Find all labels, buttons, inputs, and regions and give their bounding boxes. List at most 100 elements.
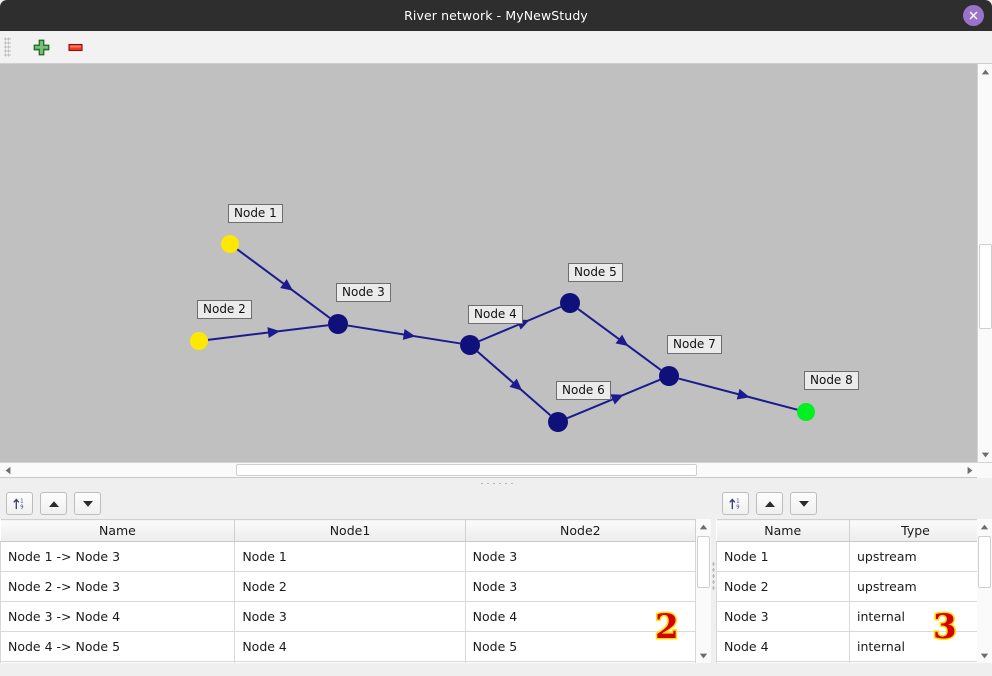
links-move-up-button[interactable] bbox=[40, 492, 67, 515]
column-header-node1[interactable]: Node1 bbox=[234, 519, 466, 542]
table-cell[interactable]: Node 2 bbox=[716, 571, 850, 602]
table-cell[interactable]: Node 2 -> Node 3 bbox=[0, 571, 236, 602]
canvas-vertical-scrollbar[interactable] bbox=[977, 64, 992, 462]
table-cell[interactable]: Node 3 bbox=[716, 601, 850, 632]
links-toolbar: 1 9 bbox=[0, 488, 711, 519]
scroll-left-arrow[interactable] bbox=[0, 463, 15, 477]
nodes-vertical-scrollbar[interactable] bbox=[976, 519, 992, 663]
table-cell[interactable]: Node 1 bbox=[716, 541, 850, 572]
scroll-right-arrow[interactable] bbox=[962, 463, 977, 477]
scrollbar-thumb[interactable] bbox=[236, 464, 697, 476]
table-cell[interactable]: Node 2 bbox=[234, 571, 466, 602]
table-cell[interactable]: internal bbox=[849, 631, 977, 662]
scrollbar-thumb[interactable] bbox=[977, 536, 991, 588]
table-cell[interactable]: Node 1 bbox=[234, 541, 466, 572]
splitter-grip bbox=[712, 560, 715, 591]
sort-arrow-icon: 1 9 bbox=[13, 498, 24, 511]
table-filler-row bbox=[0, 661, 696, 663]
sort-arrow-icon: 1 9 bbox=[729, 498, 740, 511]
scrollbar-corner bbox=[977, 463, 992, 478]
canvas-horizontal-scrollbar[interactable] bbox=[0, 462, 992, 478]
links-sort-button[interactable]: 1 9 bbox=[6, 492, 33, 515]
column-header-name[interactable]: Name bbox=[0, 519, 236, 542]
table-cell[interactable]: Node 3 -> Node 4 bbox=[0, 601, 236, 632]
scrollbar-thumb[interactable] bbox=[979, 244, 992, 329]
table-cell[interactable]: Node 5 bbox=[465, 631, 696, 662]
scroll-up-arrow[interactable] bbox=[696, 519, 711, 534]
table-cell[interactable]: upstream bbox=[849, 571, 977, 602]
table-cell[interactable]: Node 4 bbox=[234, 631, 466, 662]
toolbar-grip[interactable] bbox=[4, 37, 11, 57]
scroll-up-arrow[interactable] bbox=[976, 519, 992, 534]
column-header-type[interactable]: Type bbox=[849, 519, 977, 542]
add-node-button[interactable] bbox=[28, 34, 54, 60]
node-label-node-8[interactable]: Node 8 bbox=[804, 371, 859, 390]
column-header-node2[interactable]: Node2 bbox=[465, 519, 696, 542]
nodes-move-up-button[interactable] bbox=[756, 492, 783, 515]
scroll-down-arrow[interactable] bbox=[978, 447, 992, 462]
triangle-down-icon bbox=[980, 653, 989, 658]
table-cell[interactable]: upstream bbox=[849, 541, 977, 572]
main-toolbar bbox=[0, 31, 992, 64]
column-header-name[interactable]: Name bbox=[716, 519, 850, 542]
links-move-down-button[interactable] bbox=[74, 492, 101, 515]
scroll-up-arrow[interactable] bbox=[978, 64, 992, 79]
node-label-node-3[interactable]: Node 3 bbox=[336, 283, 391, 302]
table-cell[interactable]: Node 3 bbox=[465, 571, 696, 602]
triangle-up-icon bbox=[48, 500, 59, 507]
node-label-node-1[interactable]: Node 1 bbox=[228, 204, 283, 223]
node-label-node-6[interactable]: Node 6 bbox=[556, 381, 611, 400]
node-label-node-4[interactable]: Node 4 bbox=[468, 305, 523, 324]
nodes-sort-button[interactable]: 1 9 bbox=[722, 492, 749, 515]
table-cell-empty bbox=[0, 661, 236, 663]
horizontal-splitter[interactable] bbox=[0, 477, 992, 488]
node-label-node-7[interactable]: Node 7 bbox=[667, 335, 722, 354]
scroll-down-arrow[interactable] bbox=[976, 648, 992, 663]
triangle-left-icon bbox=[5, 466, 10, 474]
statusbar bbox=[0, 663, 992, 676]
scrollbar-thumb[interactable] bbox=[697, 536, 710, 588]
table-cell[interactable]: Node 4 bbox=[716, 631, 850, 662]
triangle-down-icon bbox=[981, 452, 990, 457]
table-cell-empty bbox=[234, 661, 466, 663]
table-cell[interactable]: Node 3 bbox=[465, 541, 696, 572]
triangle-down-icon bbox=[699, 653, 708, 658]
vertical-splitter[interactable] bbox=[711, 488, 716, 663]
delete-node-button[interactable] bbox=[62, 34, 88, 60]
node-label-node-2[interactable]: Node 2 bbox=[197, 300, 252, 319]
triangle-right-icon bbox=[967, 466, 972, 474]
table-cell[interactable]: Node 3 bbox=[234, 601, 466, 632]
nodes-move-down-button[interactable] bbox=[790, 492, 817, 515]
svg-text:1: 1 bbox=[736, 498, 739, 504]
table-cell[interactable]: Node 4 -> Node 5 bbox=[0, 631, 236, 662]
table-cell[interactable]: internal bbox=[849, 601, 977, 632]
green-plus-icon bbox=[33, 39, 49, 55]
scroll-down-arrow[interactable] bbox=[696, 648, 711, 663]
table-cell[interactable]: Node 1 -> Node 3 bbox=[0, 541, 236, 572]
node-label-node-5[interactable]: Node 5 bbox=[568, 263, 623, 282]
table-cell-empty bbox=[849, 661, 977, 663]
triangle-down-icon bbox=[82, 500, 93, 507]
nodes-toolbar: 1 9 bbox=[716, 488, 992, 519]
graph-canvas[interactable]: Node 1 Node 2 Node 3 Node 4 Node 5 Node 6 Node… bbox=[0, 64, 977, 462]
table-cell[interactable]: Node 4 bbox=[465, 601, 696, 632]
links-vertical-scrollbar[interactable] bbox=[696, 519, 711, 663]
red-minus-icon bbox=[67, 43, 83, 51]
close-button[interactable] bbox=[963, 5, 984, 26]
triangle-up-icon bbox=[764, 500, 775, 507]
